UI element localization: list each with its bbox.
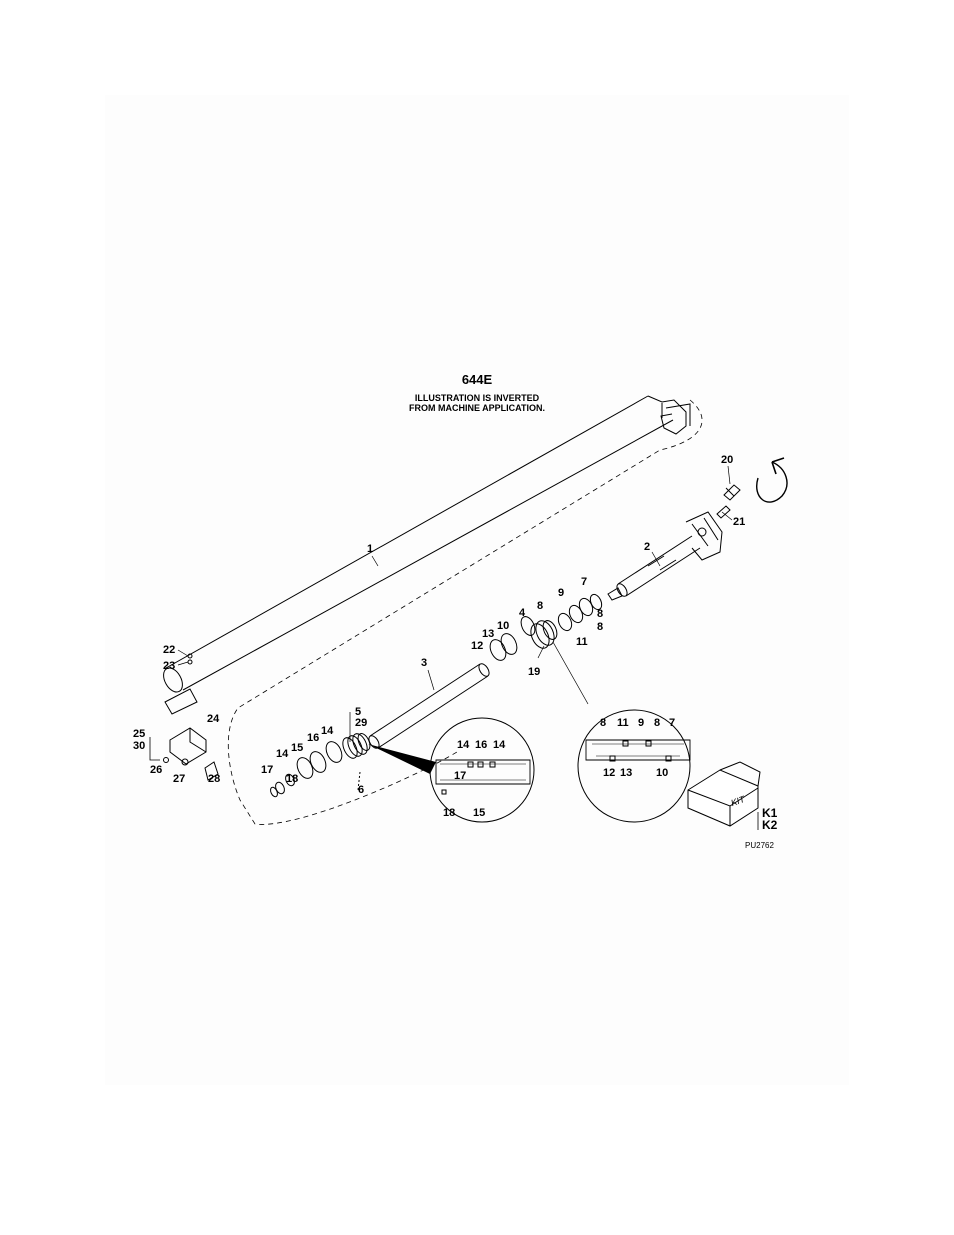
callout-label: 29 <box>355 717 368 729</box>
callout-label: 2 <box>644 541 651 553</box>
detail-left-label: 14 <box>457 739 470 751</box>
piston-seals-right <box>489 593 603 661</box>
model-title: 644E <box>461 372 493 387</box>
grease-fittings <box>716 484 741 519</box>
callout-label: 12 <box>471 640 484 652</box>
callout-label: 24 <box>207 713 220 725</box>
callout-label: 7 <box>581 576 588 588</box>
callout-label: 20 <box>721 454 734 466</box>
figure-id: PU2762 <box>745 841 774 850</box>
callout-label: 14 <box>321 725 334 737</box>
magnifier-pointer <box>368 744 436 774</box>
detail-right-label: 9 <box>638 717 645 729</box>
callout-label: 9 <box>558 587 565 599</box>
note-line-2: FROM MACHINE APPLICATION. <box>409 403 545 413</box>
callout-label: 30 <box>133 740 146 752</box>
callout-label: 8 <box>597 621 604 633</box>
callout-label: 1 <box>367 543 374 555</box>
detail-left-label: 14 <box>493 739 506 751</box>
callout-label: 4 <box>519 607 526 619</box>
kit-box-icon <box>687 761 761 830</box>
detail-right-label: 13 <box>620 767 633 779</box>
callout-label: 22 <box>163 644 176 656</box>
callout-label: 15 <box>291 742 304 754</box>
callout-label: 17 <box>261 764 274 776</box>
callout-label: 11 <box>576 636 588 648</box>
callout-label: 3 <box>421 657 428 669</box>
detail-right-label: 7 <box>669 717 676 729</box>
mounting-bracket <box>149 653 219 781</box>
page-area <box>105 95 849 1085</box>
detail-right-label: 10 <box>656 767 669 779</box>
callout-label: 19 <box>528 666 541 678</box>
kit-code-label: K1 <box>762 806 778 820</box>
detail-right-label: 8 <box>654 717 661 729</box>
detail-left-label: 16 <box>475 739 488 751</box>
callout-label: 23 <box>163 660 176 672</box>
callout-label: 5 <box>355 706 362 718</box>
callout-label: 28 <box>208 773 221 785</box>
callout-label: 8 <box>597 608 604 620</box>
callout-label: 13 <box>482 628 495 640</box>
callout-label: 18 <box>286 773 299 785</box>
gland-seals-left <box>270 733 371 798</box>
detail-left-label: 17 <box>454 770 467 782</box>
detail-right-label: 11 <box>617 717 629 729</box>
leader-lines <box>177 465 733 742</box>
detail-right-label: 8 <box>600 717 607 729</box>
barrel-tube <box>163 395 691 715</box>
callout-label: 6 <box>358 784 365 796</box>
dashed-outline <box>227 399 703 825</box>
detail-circle-right <box>577 709 691 823</box>
detail-left-label: 18 <box>443 807 456 819</box>
callout-label: 14 <box>276 748 289 760</box>
curved-rotation-arrow-icon <box>756 457 788 503</box>
kit-code-label: K2 <box>762 818 778 832</box>
callout-label: 21 <box>733 516 746 528</box>
callout-label: 27 <box>173 773 186 785</box>
callout-label: 26 <box>150 764 163 776</box>
callout-label: 8 <box>537 600 544 612</box>
note-line-1: ILLUSTRATION IS INVERTED <box>414 393 540 403</box>
callout-label: 10 <box>497 620 510 632</box>
callout-label: 25 <box>133 728 146 740</box>
callout-label: 16 <box>307 732 320 744</box>
rod-assembly <box>607 511 723 601</box>
detail-right-label: 12 <box>603 767 616 779</box>
detail-left-label: 15 <box>473 807 486 819</box>
